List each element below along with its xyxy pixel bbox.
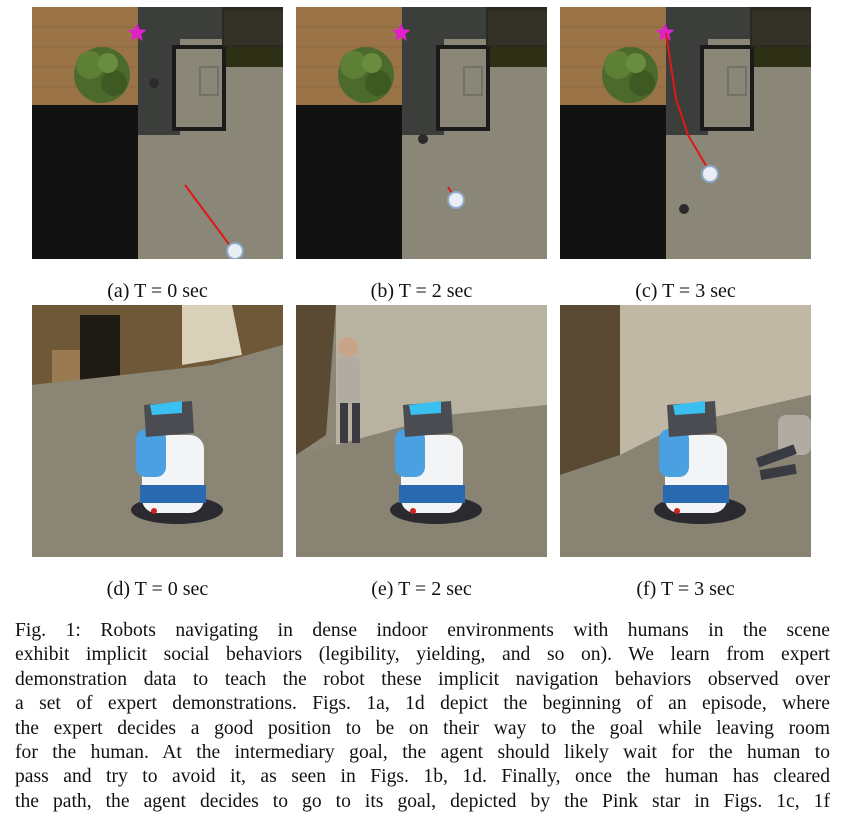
robot-topdown (701, 165, 719, 183)
robot-view-scene-e (296, 305, 547, 557)
potted-plant-icon (338, 47, 394, 103)
subfigure-caption-f: (f) T = 3 sec (636, 578, 735, 600)
robot-view-panel-f (560, 305, 811, 557)
goal-star-icon (391, 23, 411, 41)
figure-caption-line: pass and try to avoid it, as seen in Fig… (15, 766, 830, 788)
robot-view-panel-e (296, 305, 547, 557)
robot-view-scene-d (32, 305, 283, 557)
figure-caption: Fig. 1: Robots navigating in dense indoo… (15, 619, 830, 814)
human-topdown (149, 78, 159, 88)
robot-icon (654, 401, 746, 524)
figure-caption-line: exhibit implicit social behaviors (legib… (15, 644, 830, 666)
figure-caption-line: the expert decides a good position to be… (15, 717, 830, 739)
figure-caption-line: a set of expert demonstrations. Figs. 1a… (15, 693, 830, 715)
potted-plant-icon (602, 47, 658, 103)
goal-star-icon (127, 23, 147, 41)
figure-caption-line: Fig. 1: Robots navigating in dense indoo… (15, 620, 830, 641)
topdown-panel-b (296, 7, 547, 259)
subfigure-caption-c: (c) T = 3 sec (635, 280, 736, 302)
human-figure (338, 337, 360, 443)
goal-star-icon (655, 23, 675, 41)
left-wall (560, 305, 620, 475)
dark-wall (32, 105, 138, 259)
human-figure (755, 415, 811, 481)
robot-topdown (447, 191, 465, 209)
back-wall (336, 305, 547, 445)
human-topdown (418, 134, 428, 144)
topdown-scene-a (32, 7, 283, 259)
figure-caption-line: the path, the agent decides to go to its… (15, 790, 830, 812)
left-wall (296, 305, 336, 455)
robot-view-scene-f (560, 305, 811, 557)
figure-caption-line: for the human. At the intermediary goal,… (15, 742, 830, 764)
topdown-scene-c (560, 7, 811, 259)
topdown-scene-b (296, 7, 547, 259)
topdown-panel-c (560, 7, 811, 259)
potted-plant-icon (74, 47, 130, 103)
dark-wall (560, 105, 666, 259)
human-topdown (679, 204, 689, 214)
trajectory-line (665, 32, 709, 170)
robot-icon (390, 401, 482, 524)
robot-icon (131, 401, 223, 524)
robot-topdown (226, 242, 244, 259)
back-wall (620, 305, 811, 455)
subfigure-caption-a: (a) T = 0 sec (107, 280, 208, 302)
trajectory-line (184, 184, 235, 252)
dark-wall (296, 105, 402, 259)
subfigure-caption-d: (d) T = 0 sec (106, 578, 209, 600)
subfigure-caption-e: (e) T = 2 sec (371, 578, 472, 600)
topdown-panel-a (32, 7, 283, 259)
figure-caption-line: demonstration data to teach the robot th… (15, 668, 830, 690)
subfigure-caption-b: (b) T = 2 sec (370, 280, 473, 302)
robot-view-panel-d (32, 305, 283, 557)
